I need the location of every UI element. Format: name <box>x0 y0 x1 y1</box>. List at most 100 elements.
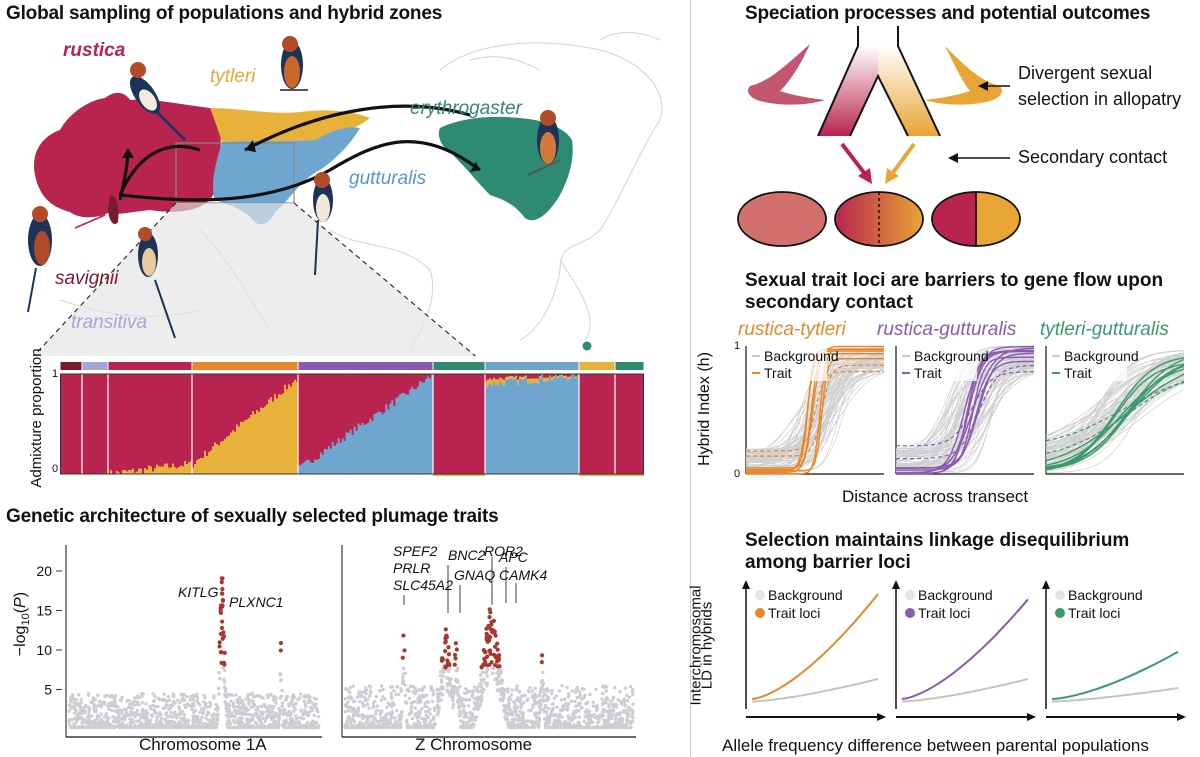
manhattan-point <box>436 703 440 708</box>
manhattan-point <box>413 706 418 710</box>
admixture-bar <box>377 411 380 474</box>
admixture-bar <box>383 374 386 413</box>
admixture-bar <box>399 374 402 395</box>
manhattan-point <box>390 700 395 705</box>
admixture-bar <box>638 474 641 476</box>
admixture-bar <box>298 465 301 474</box>
manhattan-point <box>557 715 562 719</box>
manhattan-point <box>444 633 449 638</box>
admixture-bar <box>228 435 231 474</box>
admixture-bar <box>252 374 255 412</box>
admixture-group-bar <box>82 362 108 370</box>
legend-dot-trait <box>905 608 915 618</box>
admixture-bar <box>559 376 562 474</box>
manhattan-point <box>246 693 250 697</box>
admixture-bar <box>427 374 430 377</box>
admixture-bar <box>589 474 592 476</box>
manhattan-point <box>279 678 284 682</box>
admixture-bar <box>455 474 458 476</box>
admixture-bar <box>593 474 596 476</box>
manhattan-point <box>533 686 537 690</box>
manhattan-point <box>213 707 218 711</box>
admixture-bar <box>501 378 504 384</box>
manhattan-point <box>626 709 631 713</box>
manhattan-point <box>135 708 139 713</box>
background-cline <box>895 361 1035 453</box>
manhattan-point <box>445 681 449 686</box>
manhattan-point <box>86 692 91 696</box>
manhattan-point <box>542 717 547 721</box>
admixture-bar <box>333 374 337 447</box>
admixture-bar <box>561 374 564 376</box>
manhattan-point <box>115 705 120 709</box>
manhattan-point <box>226 694 230 698</box>
manhattan-point <box>282 724 287 728</box>
admixture-bar <box>379 412 382 474</box>
manhattan-point <box>530 689 535 693</box>
ld-legend-background: Background <box>768 587 843 603</box>
admixture-bar <box>435 374 438 474</box>
admixture-bar <box>226 374 229 437</box>
manhattan-point <box>367 706 371 710</box>
manhattan-point <box>545 722 550 727</box>
admixture-bar <box>638 374 641 474</box>
admixture-bar <box>321 454 325 474</box>
admixture-bar <box>581 474 584 476</box>
admixture-bar <box>465 374 468 474</box>
manhattan-point <box>191 714 195 718</box>
admixture-bar <box>319 374 323 453</box>
admixture-bar <box>503 385 506 474</box>
manhattan-point <box>190 707 194 712</box>
manhattan-point <box>351 684 355 688</box>
manhattan-point <box>113 699 117 703</box>
manhattan-point <box>370 725 374 730</box>
manhattan-point <box>70 718 74 722</box>
admixture-bar <box>549 375 552 378</box>
manhattan-point <box>291 719 295 724</box>
admixture-bar <box>497 385 500 474</box>
manhattan-point <box>384 712 389 717</box>
manhattan-point <box>381 687 385 692</box>
manhattan-point <box>171 715 175 719</box>
admixture-bar <box>616 474 620 476</box>
admixture-bar <box>491 385 494 474</box>
manhattan-point <box>600 725 604 729</box>
admixture-bar <box>325 374 329 450</box>
manhattan-point <box>625 711 629 716</box>
manhattan-point <box>167 698 172 702</box>
manhattan-point <box>523 693 527 698</box>
manhattan-point <box>161 725 165 729</box>
manhattan-point <box>272 716 277 720</box>
admixture-bar <box>339 374 342 443</box>
admixture-bar <box>290 374 293 387</box>
admixture-bar <box>477 374 480 474</box>
admixture-bar <box>164 374 167 464</box>
manhattan-point <box>129 725 133 730</box>
admixture-bar <box>168 374 171 468</box>
admixture-bar <box>88 374 91 474</box>
manhattan-point <box>226 714 230 718</box>
manhattan-point <box>144 702 148 706</box>
admixture-bar <box>280 374 283 395</box>
manhattan-point <box>299 709 304 713</box>
manhattan-point <box>161 698 166 702</box>
manhattan-point <box>194 717 199 722</box>
manhattan-point <box>617 717 621 722</box>
admixture-bar <box>154 468 157 474</box>
manhattan-point <box>631 687 635 692</box>
admixture-bar <box>397 396 400 474</box>
admixture-bar <box>144 374 147 469</box>
admixture-bar <box>535 374 538 379</box>
manhattan-point <box>231 718 236 723</box>
manhattan-point <box>69 696 73 700</box>
manhattan-point <box>97 699 102 704</box>
admixture-bar <box>413 389 416 474</box>
admixture-bar <box>315 374 319 460</box>
manhattan-ylabel: −log10(P) <box>12 591 33 657</box>
manhattan-point <box>583 715 587 719</box>
admixture-bar <box>473 374 476 474</box>
admixture-bar <box>557 378 560 474</box>
manhattan-point <box>170 703 175 707</box>
admixture-bar <box>102 374 105 474</box>
manhattan-point <box>343 703 348 707</box>
